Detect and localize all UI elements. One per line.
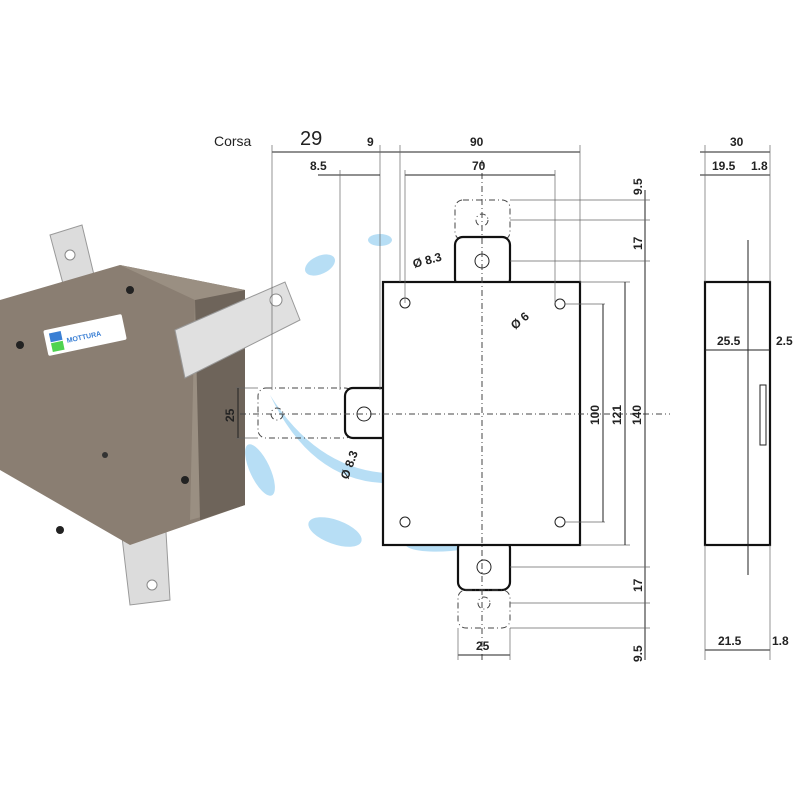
dimension-lines — [236, 145, 650, 660]
side-view — [700, 145, 772, 660]
dim-depth: 30 — [730, 135, 744, 149]
dim-bottom-a: 17 — [631, 578, 645, 592]
dim-inner: 25.5 — [717, 334, 741, 348]
dim-width: 90 — [470, 135, 484, 149]
dim-top-b: 17 — [631, 236, 645, 250]
dim-side-bolt-width: 25 — [223, 408, 237, 422]
dim-top-a: 9.5 — [631, 178, 645, 195]
dim-d2: 1.8 — [751, 159, 768, 173]
brand-logo: MOTTURA — [43, 314, 127, 356]
dim-bottom-b: 9.5 — [631, 645, 645, 662]
front-view — [240, 160, 670, 660]
dim-offset: 8.5 — [310, 159, 327, 173]
dim-plate: 2.5 — [776, 334, 793, 348]
stroke-label: Corsa — [214, 133, 252, 149]
dim-h1: 100 — [588, 405, 602, 425]
lock-photo: MOTTURA — [0, 224, 301, 606]
stroke-value: 29 — [300, 128, 322, 150]
dim-gap: 9 — [367, 135, 374, 149]
dim-bottom-width: 25 — [476, 639, 490, 653]
dim-b1: 21.5 — [718, 634, 742, 648]
dim-top-hole: Ø 8.3 — [411, 250, 443, 271]
dim-h3: 140 — [630, 405, 644, 425]
dimension-labels: Corsa 29 9 90 8.5 70 9.5 17 Ø 8.3 Ø 6 10… — [214, 128, 793, 662]
dim-h2: 121 — [610, 405, 624, 425]
dim-d1: 19.5 — [712, 159, 736, 173]
dim-b2: 1.8 — [772, 634, 789, 648]
dim-hole-spacing: 70 — [472, 159, 486, 173]
